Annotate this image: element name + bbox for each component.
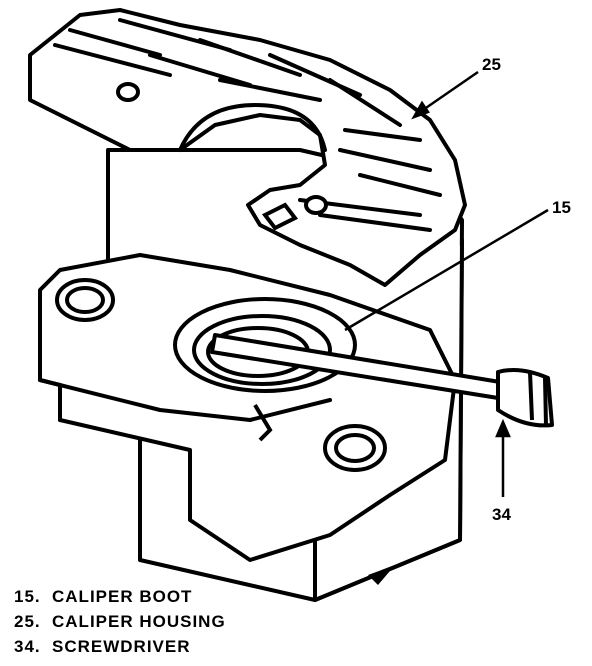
callout-34: 34 <box>492 505 511 524</box>
legend-item: 25.CALIPER HOUSING <box>14 612 226 631</box>
leader-15 <box>344 208 549 332</box>
caliper-housing-top <box>28 8 467 287</box>
leader-25 <box>419 70 479 114</box>
legend: 15.CALIPER BOOT 25.CALIPER HOUSING 34.SC… <box>14 584 226 659</box>
housing-bore-edge <box>178 103 327 152</box>
legend-item: 15.CALIPER BOOT <box>14 587 193 606</box>
callout-15: 15 <box>552 198 571 217</box>
mount-front-face <box>38 378 332 422</box>
screwdriver-handle <box>496 368 554 428</box>
mount-hole-right <box>323 424 387 472</box>
legend-item: 34.SCREWDRIVER <box>14 637 191 656</box>
callout-25: 25 <box>482 55 501 74</box>
